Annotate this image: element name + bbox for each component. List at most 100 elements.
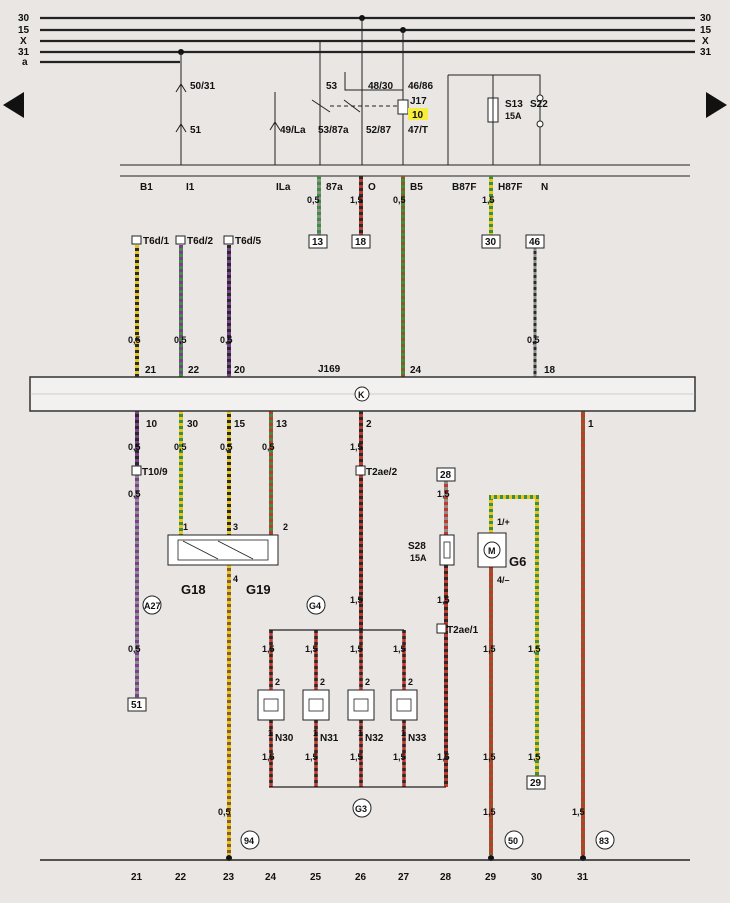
wire-size: 1,5 xyxy=(350,752,363,762)
injector-label-n33: N33 xyxy=(408,733,427,744)
bottom-number-31: 31 xyxy=(577,872,589,883)
wire-stripe xyxy=(489,495,539,776)
wire-size: 1,5 xyxy=(483,644,496,654)
bottom-number-28: 28 xyxy=(440,872,452,883)
bottom-number-27: 27 xyxy=(398,872,410,883)
conn-t10-9: T10/9 xyxy=(142,467,168,478)
bus-label-x: X xyxy=(20,36,27,47)
t6d-1: T6d/1 xyxy=(143,236,170,247)
fuel-pump-g6: M 1/+ 4/– G6 xyxy=(477,517,526,585)
conn-t2ae-2: T2ae/2 xyxy=(366,467,398,478)
term-47-t: 47/T xyxy=(408,125,428,136)
fuse-s13-amp: 15A xyxy=(505,111,522,121)
bottom-number-21: 21 xyxy=(131,872,143,883)
next-page-arrow-icon[interactable] xyxy=(706,92,727,118)
wire-size: 1,5 xyxy=(437,752,450,762)
injector-label-n32: N32 xyxy=(365,733,384,744)
prev-page-arrow-icon[interactable] xyxy=(3,92,24,118)
wire-size: 0,5 xyxy=(128,644,141,654)
term-51: 51 xyxy=(190,125,202,136)
fuse-s13-label: S13 xyxy=(505,99,523,110)
wire-size: 1,5 xyxy=(350,644,363,654)
bus-label-30-right: 30 xyxy=(700,13,712,24)
pump-pin-plus: 1/+ xyxy=(497,517,510,527)
bottom-number-22: 22 xyxy=(175,872,187,883)
wire-size: 0,5 xyxy=(174,442,187,452)
wire-size: 1,5 xyxy=(305,644,318,654)
switch-relay-wiring xyxy=(120,18,690,177)
injector-coil-icon xyxy=(396,698,412,712)
term-46-86: 46/86 xyxy=(408,81,433,92)
ecu-pin-13: 13 xyxy=(276,419,288,430)
ecu-pin-labels: 21 22 20 24 18 10 30 15 13 2 1 xyxy=(145,365,594,430)
wire-size: 1,5 xyxy=(305,752,318,762)
circle-83: 83 xyxy=(599,836,609,846)
connector-b87f: B87F xyxy=(452,182,476,193)
bottom-number-30: 30 xyxy=(531,872,543,883)
connector-b1: B1 xyxy=(140,182,153,193)
wire-size: 0,5 xyxy=(307,195,320,205)
power-bus-group xyxy=(40,16,695,64)
wire-size: 1,5 xyxy=(393,752,406,762)
wire-size: 1,5 xyxy=(483,752,496,762)
ecu-label: J169 xyxy=(318,364,341,375)
connector-87a: 87a xyxy=(326,182,343,193)
ref-29: 29 xyxy=(530,778,542,789)
ecu-pin-21: 21 xyxy=(145,365,157,376)
wire-size: 0,5 xyxy=(393,195,406,205)
wire-size: 1,5 xyxy=(482,195,495,205)
wire-size: 1,5 xyxy=(572,807,585,817)
wire-size: 0,5 xyxy=(262,442,275,452)
circle-94: 94 xyxy=(244,836,254,846)
circle-a27: A27 xyxy=(144,601,161,611)
mid-connectors: T10/9 T2ae/2 T2ae/1 xyxy=(131,465,479,636)
wire-size: 1,5 xyxy=(528,752,541,762)
fuse-s28: S28 15A xyxy=(408,534,455,566)
t6d-5: T6d/5 xyxy=(235,236,262,247)
injector-n30 xyxy=(257,689,285,721)
bus-label-x-right: X xyxy=(702,36,709,47)
injector-label-n30: N30 xyxy=(275,733,294,744)
pump-pin-minus: 4/– xyxy=(497,575,510,585)
injector-pin-2: 2 xyxy=(408,677,413,687)
relay-terminal-labels: 50/31 51 49/La 53 48/30 46/86 J17 10 53/… xyxy=(190,81,548,136)
injector-coil-icon xyxy=(308,698,324,712)
injector-label-n31: N31 xyxy=(320,733,339,744)
bus-labels-left: 30 15 X 31 a xyxy=(18,13,30,68)
connector-o: O xyxy=(368,182,376,193)
conn-t2ae-1: T2ae/1 xyxy=(447,625,479,636)
bus-label-31: 31 xyxy=(18,47,30,58)
wire-size: 1,5 xyxy=(437,595,450,605)
fuse-s28-amp: 15A xyxy=(410,553,427,563)
term-53: 53 xyxy=(326,81,338,92)
sensor-pin-3: 3 xyxy=(233,522,238,532)
injector-pin-1: 1 xyxy=(401,728,406,738)
term-52-87: 52/87 xyxy=(366,125,391,136)
reference-boxes: 13 18 30 46 28 51 29 xyxy=(127,234,546,790)
injector-n32 xyxy=(347,689,375,721)
wire-size: 1,5 xyxy=(393,644,406,654)
connector-ila: ILa xyxy=(276,182,291,193)
bus-label-15-right: 15 xyxy=(700,25,712,36)
wire-size: 0,5 xyxy=(218,807,231,817)
sensor-g18-label: G18 xyxy=(181,582,206,597)
wire-size: 0,5 xyxy=(220,335,233,345)
switch-s22-label: S22 xyxy=(530,99,548,110)
injector-pin-1: 1 xyxy=(268,728,273,738)
bus-label-31-right: 31 xyxy=(700,47,712,58)
term-49-la: 49/La xyxy=(280,125,306,136)
term-53-87a: 53/87a xyxy=(318,125,349,136)
ref-13: 13 xyxy=(312,237,324,248)
wire-size: 1,5 xyxy=(528,644,541,654)
t6d-2: T6d/2 xyxy=(187,236,214,247)
ecu-pin-22: 22 xyxy=(188,365,200,376)
injector-coil-icon xyxy=(263,698,279,712)
connector-b5: B5 xyxy=(410,182,423,193)
ecu-pin-18: 18 xyxy=(544,365,556,376)
injector-pin-2: 2 xyxy=(320,677,325,687)
ecu-pin-2: 2 xyxy=(366,419,372,430)
term-50-31: 50/31 xyxy=(190,81,215,92)
bottom-number-24: 24 xyxy=(265,872,277,883)
